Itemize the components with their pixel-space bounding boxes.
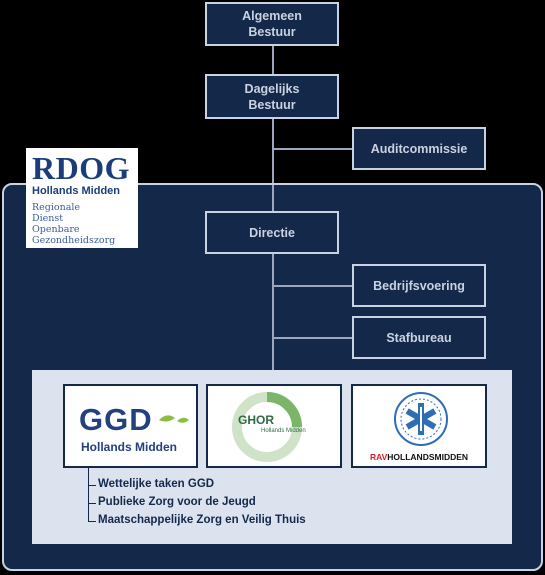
star-of-life-icon <box>394 392 448 446</box>
rav-logo-card: RAVHOLLANDSMIDDEN <box>351 384 487 468</box>
connector-algemeen-dagelijks <box>272 46 274 74</box>
ghor-logo-subtitle: Hollands Midden <box>261 428 306 434</box>
connector-frame-directie <box>272 185 274 211</box>
ggd-logo-subtitle: Hollands Midden <box>81 440 177 454</box>
rdog-logo-description: Regionale Dienst Openbare Gezondheidszor… <box>32 202 132 246</box>
rav-logo-rest: HOLLANDSMIDDEN <box>387 452 469 462</box>
tasks-bracket-tick <box>88 485 96 486</box>
tasks-bracket-tick <box>88 503 96 504</box>
rdog-logo-mark: RDOG <box>32 150 130 186</box>
algemeen-bestuur-box: Algemeen Bestuur <box>205 2 339 46</box>
rdog-desc-line: Dienst <box>32 213 64 224</box>
ggd-task-item: Publieke Zorg voor de Jeugd <box>98 496 256 508</box>
auditcommissie-box: Auditcommissie <box>352 127 486 170</box>
ghor-logo-card: GHOR Hollands Midden <box>206 384 342 468</box>
rdog-desc-line: Gezondheidszorg <box>32 235 116 246</box>
ggd-leaf-icon <box>159 415 189 423</box>
rav-logo-label: RAVHOLLANDSMIDDEN <box>353 452 485 462</box>
rav-logo-prefix: RAV <box>369 452 388 462</box>
connector-bedrijfsvoering <box>274 285 352 287</box>
ghor-emblem-icon <box>232 392 302 462</box>
ggd-task-item: Wettelijke taken GGD <box>98 478 215 490</box>
ggd-logo-mark: GGD <box>79 402 153 437</box>
connector-directie-panel <box>272 254 274 370</box>
connector-audit <box>274 148 352 150</box>
stafbureau-box: Stafbureau <box>352 316 486 359</box>
tasks-bracket-tick <box>88 521 96 522</box>
bedrijfsvoering-box: Bedrijfsvoering <box>352 264 486 307</box>
dagelijks-bestuur-box: Dagelijks Bestuur <box>205 74 339 119</box>
connector-dagelijks-directie <box>272 119 274 183</box>
directie-box: Directie <box>205 211 339 254</box>
rdog-desc-line: Regionale <box>32 202 81 213</box>
ggd-logo-card: GGD Hollands Midden <box>63 384 198 468</box>
ggd-task-item: Maatschappelijke Zorg en Veilig Thuis <box>98 514 306 526</box>
tasks-bracket-vertical <box>88 468 89 522</box>
connector-stafbureau <box>274 337 352 339</box>
rdog-logo-subtitle: Hollands Midden <box>32 185 120 197</box>
rdog-desc-line: Openbare <box>32 224 80 235</box>
rdog-logo: RDOG Hollands Midden Regionale Dienst Op… <box>26 148 138 248</box>
ghor-logo-mark: GHOR <box>238 413 274 427</box>
